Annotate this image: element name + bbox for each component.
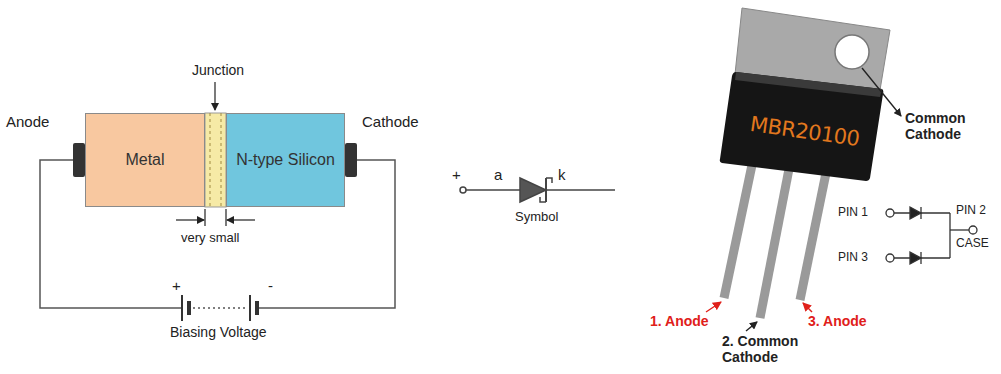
to220-package bbox=[735, 72, 882, 97]
lead-label: 3. Anode bbox=[808, 313, 867, 329]
dimension-lines bbox=[214, 82, 215, 110]
pin-name: PIN 1 bbox=[838, 206, 868, 220]
pin-schematic bbox=[886, 209, 894, 217]
dimension-label: very small bbox=[181, 231, 240, 246]
to220-package bbox=[760, 169, 789, 318]
source-label: Biasing Voltage bbox=[170, 324, 267, 340]
terminal-label: k bbox=[558, 166, 566, 183]
pin-schematic bbox=[969, 226, 977, 234]
schottky-symbol bbox=[546, 189, 615, 191]
terminal-label: Cathode bbox=[362, 113, 419, 130]
bias-circuit bbox=[193, 307, 246, 309]
region-label: Metal bbox=[125, 150, 164, 169]
bias-circuit bbox=[249, 295, 251, 321]
to220-package bbox=[800, 173, 826, 300]
bias-circuit bbox=[181, 295, 183, 321]
leader-lines bbox=[706, 302, 721, 312]
diode-body bbox=[73, 143, 85, 177]
bias-circuit bbox=[187, 301, 191, 315]
schottky-symbol bbox=[540, 197, 546, 202]
region-label: N-type Silicon bbox=[236, 150, 335, 169]
pin-schematic bbox=[886, 254, 894, 262]
bias-circuit bbox=[255, 301, 259, 315]
schottky-symbol bbox=[466, 189, 520, 191]
pin-name: PIN 2 bbox=[956, 204, 986, 218]
pin-name: PIN 3 bbox=[838, 251, 868, 265]
diode-body bbox=[73, 113, 357, 207]
leader-lines bbox=[862, 68, 901, 116]
metal-region: Metal bbox=[85, 113, 205, 207]
terminal-label: a bbox=[494, 166, 502, 183]
leader-lines bbox=[803, 303, 812, 312]
schottky-symbol bbox=[520, 178, 546, 202]
leader-lines bbox=[746, 322, 757, 331]
lead-label: 1. Anode bbox=[650, 313, 709, 329]
dimension-lines bbox=[227, 219, 255, 220]
leader-lines bbox=[706, 68, 901, 331]
dimension-lines bbox=[225, 209, 226, 226]
to220-package bbox=[835, 35, 869, 69]
pin-schematic bbox=[950, 229, 969, 230]
pin-schematic bbox=[910, 252, 921, 264]
schottky-symbol bbox=[546, 178, 552, 183]
callout-label: Common Cathode bbox=[905, 110, 985, 142]
polarity-sign: + bbox=[172, 277, 181, 294]
pin-name: CASE bbox=[956, 237, 989, 251]
diode-body bbox=[205, 113, 226, 207]
schottky-symbol bbox=[460, 187, 466, 193]
pin-schematic bbox=[920, 207, 921, 219]
silicon-region: N-type Silicon bbox=[226, 113, 345, 207]
pin-schematic bbox=[949, 213, 950, 258]
diode-body bbox=[345, 143, 357, 177]
to220-package bbox=[724, 165, 752, 298]
to220-package bbox=[720, 8, 890, 318]
polarity-sign: + bbox=[452, 166, 461, 183]
polarity-sign: - bbox=[268, 277, 273, 294]
lead-label: 2. Common Cathode bbox=[722, 333, 817, 365]
terminal-label: Anode bbox=[6, 113, 49, 130]
diode-body bbox=[210, 113, 211, 207]
dimension-lines bbox=[204, 209, 205, 226]
pin-schematic bbox=[910, 207, 921, 219]
to220-package bbox=[724, 165, 826, 318]
pointer-label: Junction bbox=[192, 62, 244, 78]
pin-schematic bbox=[920, 252, 921, 264]
schottky-symbol bbox=[460, 178, 615, 202]
diode-body bbox=[221, 113, 222, 207]
symbol-caption: Symbol bbox=[515, 210, 558, 225]
dimension-lines bbox=[176, 219, 204, 220]
to220-package bbox=[720, 72, 884, 181]
